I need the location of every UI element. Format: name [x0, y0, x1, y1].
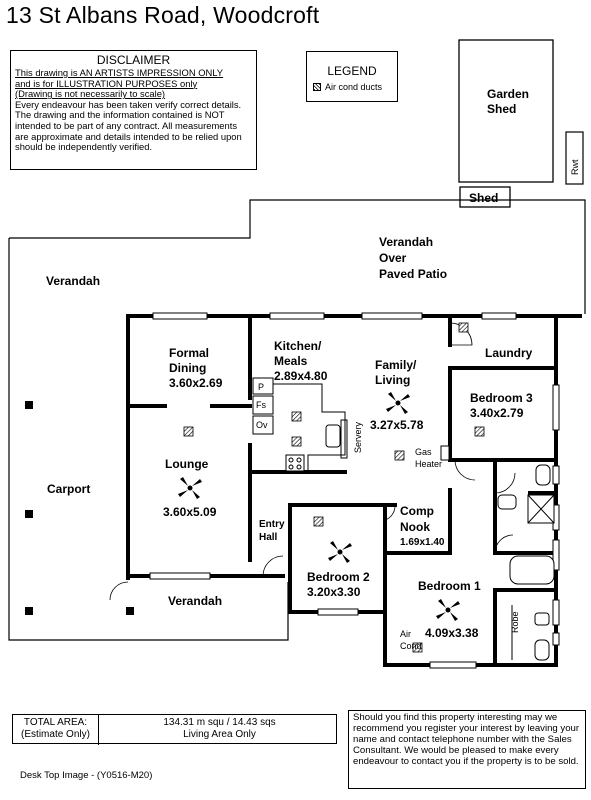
disclaimer-line-3: (Drawing is not necessarily to scale)	[15, 88, 166, 100]
disclaimer-line-1: This drawing is AN ARTISTS IMPRESSION ON…	[15, 67, 224, 78]
garden-shed-label: Garden	[487, 87, 529, 101]
entry-hall-label: Entry	[259, 519, 285, 530]
air-cond-duct-icon	[291, 436, 302, 447]
shed-box	[459, 186, 511, 208]
gas-heater-label: Gas	[415, 447, 432, 457]
total-area-value-line: Living Area Only	[183, 729, 256, 740]
disclaimer-line-2: and is for ILLUSTRATION PURPOSES only	[15, 77, 198, 89]
air-cond-duct-icon	[313, 83, 321, 91]
servery-label: Servery	[353, 421, 363, 453]
oven-label: Ov	[256, 420, 268, 430]
bedroom-2-label: Bedroom 2	[307, 570, 370, 584]
bedroom-3-label: Bedroom 3	[470, 391, 533, 405]
comp-nook-label: Comp	[400, 504, 434, 518]
door-swings	[109, 322, 516, 601]
entry-hall-label: Hall	[259, 532, 278, 543]
total-area-box: TOTAL AREA: (Estimate Only) 134.31 m squ…	[12, 714, 338, 745]
total-area-label-line: (Estimate Only)	[21, 729, 90, 740]
verandah-label: Verandah	[46, 274, 100, 288]
ceiling-fans	[178, 392, 460, 621]
carport-post	[25, 401, 33, 409]
bathroom-fittings	[497, 464, 555, 661]
ceiling-fan-icon	[178, 477, 202, 499]
garden-shed-outline	[458, 39, 554, 183]
verandah-patio-label: Paved Patio	[379, 267, 447, 281]
fridge-label: Fs	[256, 400, 266, 410]
page-title: 13 St Albans Road, Woodcroft	[6, 2, 320, 28]
kitchen-label: Kitchen/	[274, 339, 322, 353]
air-cond-label: Air	[400, 629, 411, 639]
formal-dining-label: Formal	[169, 346, 209, 360]
verandah-patio-label: Over	[379, 251, 407, 265]
verandah-patio-label: Verandah	[379, 235, 433, 249]
carport-post	[126, 607, 134, 615]
ceiling-fan-icon	[436, 599, 460, 621]
verandah-outline-side	[8, 238, 289, 641]
legend-box: LEGEND Air cond ducts	[306, 51, 398, 102]
legend-item-label: Air cond ducts	[325, 82, 383, 92]
carport-label: Carport	[47, 482, 90, 496]
bedroom-1-label: Bedroom 1	[418, 579, 481, 593]
formal-dining-size: 3.60x2.69	[169, 376, 223, 390]
comp-nook-size: 1.69x1.40	[400, 537, 445, 548]
total-area-label: TOTAL AREA: (Estimate Only)	[13, 715, 99, 745]
family-label: Living	[375, 373, 410, 387]
air-cond-duct-icon	[474, 426, 485, 437]
formal-dining-label: Dining	[169, 361, 206, 375]
contact-note-box: Should you find this property interestin…	[348, 710, 586, 789]
bedroom-3-size: 3.40x2.79	[470, 406, 524, 420]
disclaimer-heading: DISCLAIMER	[96, 53, 171, 67]
laundry-label: Laundry	[485, 346, 533, 360]
ceiling-fan-icon	[328, 541, 352, 563]
gas-heater-label: Heater	[415, 459, 442, 469]
legend-row: Air cond ducts	[313, 82, 397, 92]
disclaimer-box: DISCLAIMER This drawing is AN ARTISTS IM…	[10, 50, 257, 170]
robe-label: Robe	[510, 611, 520, 633]
shed-label: Shed	[469, 191, 498, 205]
bedroom-2-size: 3.20x3.30	[307, 585, 361, 599]
air-cond-ducts	[183, 322, 485, 653]
rainwater-tank-label: Rwt	[570, 159, 580, 175]
legend-heading: LEGEND	[327, 64, 377, 78]
lounge-label: Lounge	[165, 457, 209, 471]
carport-post	[25, 607, 33, 615]
verandah-front-label: Verandah	[168, 594, 222, 608]
rainwater-tank-outline	[565, 131, 584, 185]
pantry-label: P	[258, 382, 264, 392]
gas-heater-icon	[440, 445, 450, 461]
family-label: Family/	[375, 358, 417, 372]
air-cond-duct-icon	[412, 642, 423, 653]
air-cond-label: Cond	[400, 641, 422, 651]
total-area-value: 134.31 m squ / 14.43 sqs Living Area Onl…	[101, 717, 338, 741]
air-cond-duct-icon	[313, 516, 324, 527]
comp-nook-label: Nook	[400, 520, 430, 534]
air-cond-duct-icon	[458, 322, 469, 333]
air-cond-duct-icon	[291, 411, 302, 422]
disclaimer-body: Every endeavour has been taken verify co…	[15, 98, 242, 153]
kitchen-fittings	[252, 377, 348, 472]
windows	[149, 312, 560, 669]
total-area-label-line: TOTAL AREA:	[23, 717, 88, 728]
ceiling-fan-icon	[386, 392, 410, 414]
kitchen-label: Meals	[274, 354, 308, 368]
family-size: 3.27x5.78	[370, 418, 424, 432]
bedroom-1-size: 4.09x3.38	[425, 626, 479, 640]
desk-top-image-note: Desk Top Image - (Y0516-M20)	[20, 770, 153, 781]
verandah-outline-rear	[9, 199, 586, 314]
air-cond-duct-icon	[183, 426, 194, 437]
air-cond-duct-icon	[394, 450, 405, 461]
total-area-value-line: 134.31 m squ / 14.43 sqs	[163, 717, 276, 728]
garden-shed-label: Shed	[487, 102, 516, 116]
lounge-size: 3.60x5.09	[163, 505, 217, 519]
kitchen-size: 2.89x4.80	[274, 369, 328, 383]
carport-post	[25, 510, 33, 518]
